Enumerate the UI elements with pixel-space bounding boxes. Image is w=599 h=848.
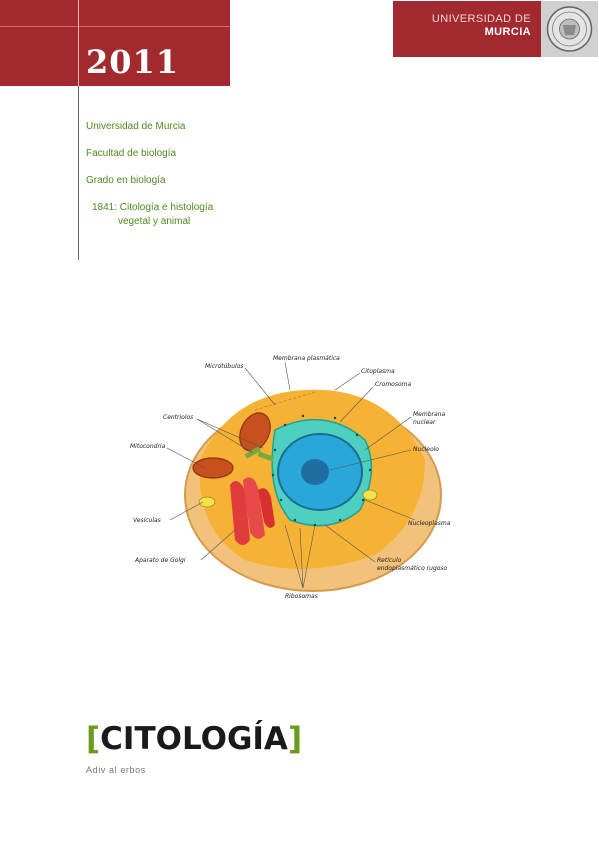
university-logo: UNIVERSIDAD DE MURCIA	[393, 1, 598, 57]
label-golgi: Aparato de Golgi	[134, 557, 186, 564]
year: 2011	[86, 43, 180, 81]
title-text: CITOLOGÍA	[100, 721, 288, 757]
logo-line-1: UNIVERSIDAD DE	[431, 13, 531, 25]
mitochondrion-1	[239, 412, 271, 452]
faculty-name: Facultad de biología	[86, 148, 177, 159]
microtubule	[254, 391, 316, 411]
document-title: [CITOLOGÍA]	[86, 724, 302, 755]
label-membrana-nuclear-2: nuclear	[413, 419, 436, 426]
banner-divider	[0, 26, 230, 27]
year-banner: 2011	[0, 0, 230, 86]
label-nucleolo: Nucleolo	[413, 446, 439, 453]
vesicle-1	[198, 496, 216, 508]
vertical-rule	[78, 0, 79, 260]
nucleolus	[301, 459, 329, 485]
label-reticulo-2: endoplasmático rugoso	[377, 565, 448, 572]
label-microtubulos: Microtúbulos	[205, 363, 244, 370]
logo-line-2: MURCIA	[484, 26, 531, 38]
university-name: Universidad de Murcia	[86, 121, 186, 132]
course-line-1: 1841: Citología e histología	[92, 202, 214, 213]
label-mitocondria: Mitocondria	[130, 443, 166, 450]
university-seal	[541, 1, 598, 57]
title-bracket-close: ]	[287, 721, 303, 757]
label-nucleoplasma: Nucleoplasma	[408, 520, 451, 527]
label-centriolos: Centriolos	[163, 414, 193, 421]
label-ribosomas: Ribosomas	[285, 593, 318, 600]
vertical-rule-highlight	[78, 0, 79, 86]
centriole-2	[257, 451, 275, 462]
mitochondrion-2	[192, 457, 234, 479]
golgi-apparatus	[230, 477, 275, 545]
course-line-2: vegetal y animal	[118, 216, 191, 227]
label-membrana-plasmatica: Membrana plasmática	[273, 355, 340, 362]
animal-cell-diagram: Microtúbulos Membrana plasmática Citopla…	[125, 350, 460, 605]
label-vesiculas: Vesículas	[133, 517, 161, 524]
label-citoplasma: Citoplasma	[361, 368, 395, 375]
label-cromosoma: Cromosoma	[375, 381, 411, 388]
label-membrana-nuclear-1: Membrana	[413, 411, 445, 418]
label-reticulo-1: Retículo	[377, 557, 402, 564]
title-bracket-open: [	[86, 721, 101, 757]
degree-name: Grado en biología	[86, 175, 166, 186]
document-subtitle: Adiv al erbos	[86, 765, 146, 775]
vesicle-2	[362, 489, 378, 501]
